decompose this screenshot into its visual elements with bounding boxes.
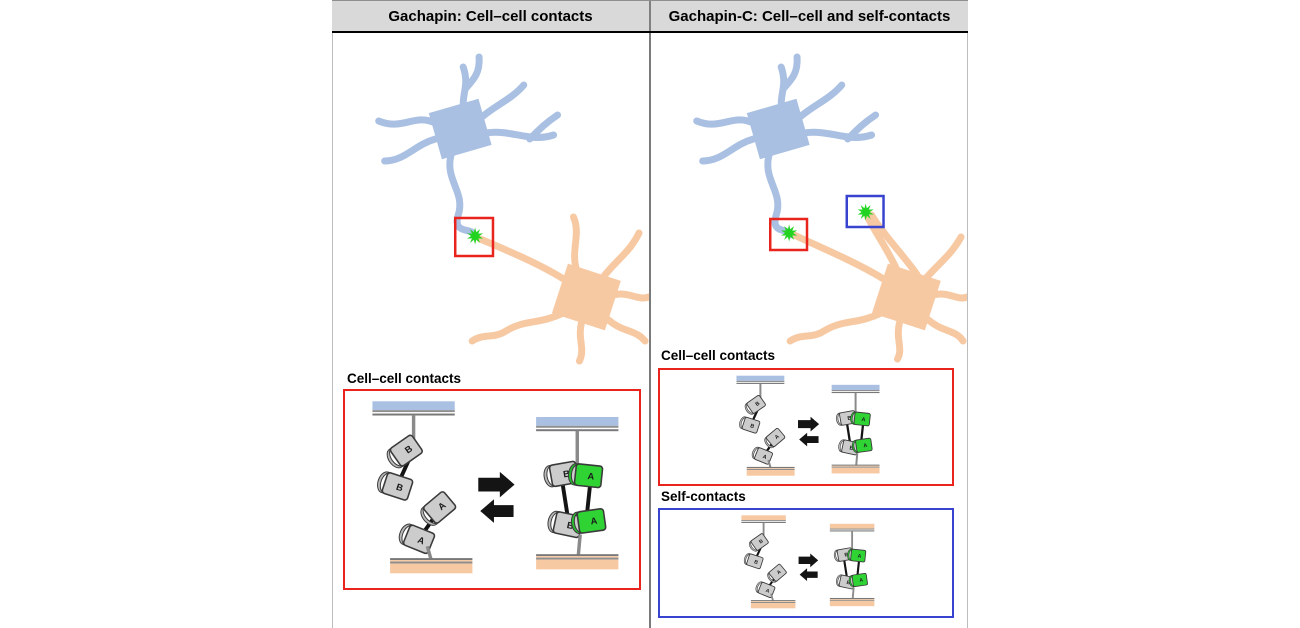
- bound-domain: A: [570, 508, 607, 534]
- domain-label: B: [849, 445, 854, 452]
- domain-label: B: [755, 401, 762, 408]
- membrane: [829, 597, 875, 607]
- self-contact-equilibrium-schematic: B B A A B A: [660, 510, 952, 616]
- left-panel-title: Gachapin: Cell–cell contacts: [388, 7, 593, 25]
- bound-domain: A: [850, 411, 871, 427]
- domain-label: B: [844, 552, 849, 559]
- orange-neuron: [786, 211, 967, 363]
- domain-label: A: [774, 434, 781, 441]
- right-panel-title: Gachapin-C: Cell–cell and self-contacts: [668, 7, 951, 25]
- membrane: [831, 464, 880, 474]
- membrane: [736, 375, 785, 384]
- domain-label: B: [753, 559, 759, 566]
- equilibrium-arrows-icon: [798, 416, 820, 447]
- membrane: [390, 558, 473, 574]
- self-contacts-label: Self-contacts: [661, 489, 746, 504]
- membrane: [750, 600, 796, 609]
- domain-label: B: [566, 520, 575, 531]
- fluorescence-spot-icon: [781, 224, 798, 242]
- self-contact-marker: [845, 194, 885, 229]
- fluorescence-spot-icon: [857, 203, 874, 221]
- domain-label: A: [863, 443, 868, 449]
- blue-soma: [746, 98, 810, 160]
- neuron-illustration-cell-cell: [375, 53, 649, 365]
- membrane: [741, 515, 786, 523]
- self-contact-schematic-box: B B A A B A: [658, 508, 954, 618]
- figure-body: Cell–cell contacts B B A A: [332, 33, 968, 628]
- figure: Gachapin: Cell–cell contacts Gachapin-C:…: [332, 0, 968, 628]
- free-domain: A: [398, 523, 436, 555]
- free-domain: A: [764, 427, 786, 449]
- cell-cell-equilibrium-schematic: B B A A B A: [660, 370, 952, 484]
- domain-label: B: [758, 538, 765, 545]
- domain-label: A: [765, 588, 771, 595]
- membrane: [536, 416, 619, 432]
- equilibrium-arrows-icon: [478, 471, 515, 523]
- header-divider: [649, 1, 651, 31]
- domain-label: B: [847, 415, 852, 422]
- membrane: [746, 466, 795, 476]
- panel-gachapin-c: Cell–cell contacts B B A A: [651, 33, 967, 628]
- bound-domain: A: [848, 573, 868, 588]
- free-domain: B: [743, 553, 764, 570]
- domain-label: B: [403, 443, 414, 455]
- cell-cell-contacts-label: Cell–cell contacts: [661, 348, 776, 363]
- blue-soma: [428, 98, 492, 160]
- panel-gachapin: Cell–cell contacts B B A A: [333, 33, 649, 628]
- membrane: [536, 554, 619, 570]
- orange-soma: [551, 263, 621, 331]
- membrane: [829, 523, 875, 532]
- cell-cell-schematic-box: B B A A B A: [658, 368, 954, 486]
- cell-cell-contact-marker: [769, 217, 809, 252]
- blue-neuron: [375, 53, 562, 239]
- fluorescence-spot-icon: [467, 227, 484, 245]
- bound-domain: A: [847, 548, 867, 563]
- domain-label: A: [416, 535, 426, 547]
- domain-label: A: [776, 569, 783, 576]
- free-domain: A: [751, 446, 773, 465]
- orange-neuron: [468, 213, 649, 365]
- equilibrium-arrows-icon: [798, 553, 819, 582]
- free-domain: B: [386, 434, 423, 469]
- domain-label: B: [395, 482, 405, 494]
- free-domain: A: [420, 491, 457, 526]
- bound-domain: A: [851, 437, 873, 453]
- domain-label: A: [590, 516, 598, 527]
- blue-neuron: [693, 53, 880, 239]
- membrane: [372, 401, 455, 416]
- equilibrium-diagram: B B A A B A: [741, 515, 875, 609]
- domain-label: A: [859, 577, 864, 583]
- orange-soma: [871, 263, 941, 331]
- cell-cell-contacts-label: Cell–cell contacts: [347, 371, 462, 386]
- bound-domain: A: [567, 463, 604, 489]
- equilibrium-diagram: B B A A B A: [372, 401, 619, 574]
- domain-label: A: [762, 454, 768, 461]
- domain-label: A: [436, 500, 448, 512]
- free-domain: B: [377, 471, 414, 501]
- domain-label: B: [749, 423, 755, 430]
- membrane: [831, 384, 880, 394]
- domain-label: A: [857, 553, 862, 559]
- free-domain: A: [767, 563, 787, 583]
- neuron-illustration-cell-cell-and-self: [693, 53, 967, 363]
- domain-label: A: [587, 471, 595, 482]
- domain-label: B: [562, 468, 571, 479]
- panel-divider: [649, 33, 651, 628]
- free-domain: B: [749, 533, 769, 552]
- free-domain: B: [739, 416, 761, 434]
- domain-label: A: [861, 417, 866, 423]
- free-domain: A: [755, 581, 776, 598]
- free-domain: B: [744, 395, 766, 415]
- cell-cell-contact-marker: [453, 216, 495, 258]
- domain-label: B: [846, 580, 851, 587]
- figure-header: Gachapin: Cell–cell contacts Gachapin-C:…: [332, 0, 968, 33]
- equilibrium-diagram: B B A A B A: [736, 375, 880, 476]
- cell-cell-schematic-box: B B A A B A: [343, 389, 641, 590]
- cell-cell-equilibrium-schematic: B B A A B A: [345, 391, 639, 588]
